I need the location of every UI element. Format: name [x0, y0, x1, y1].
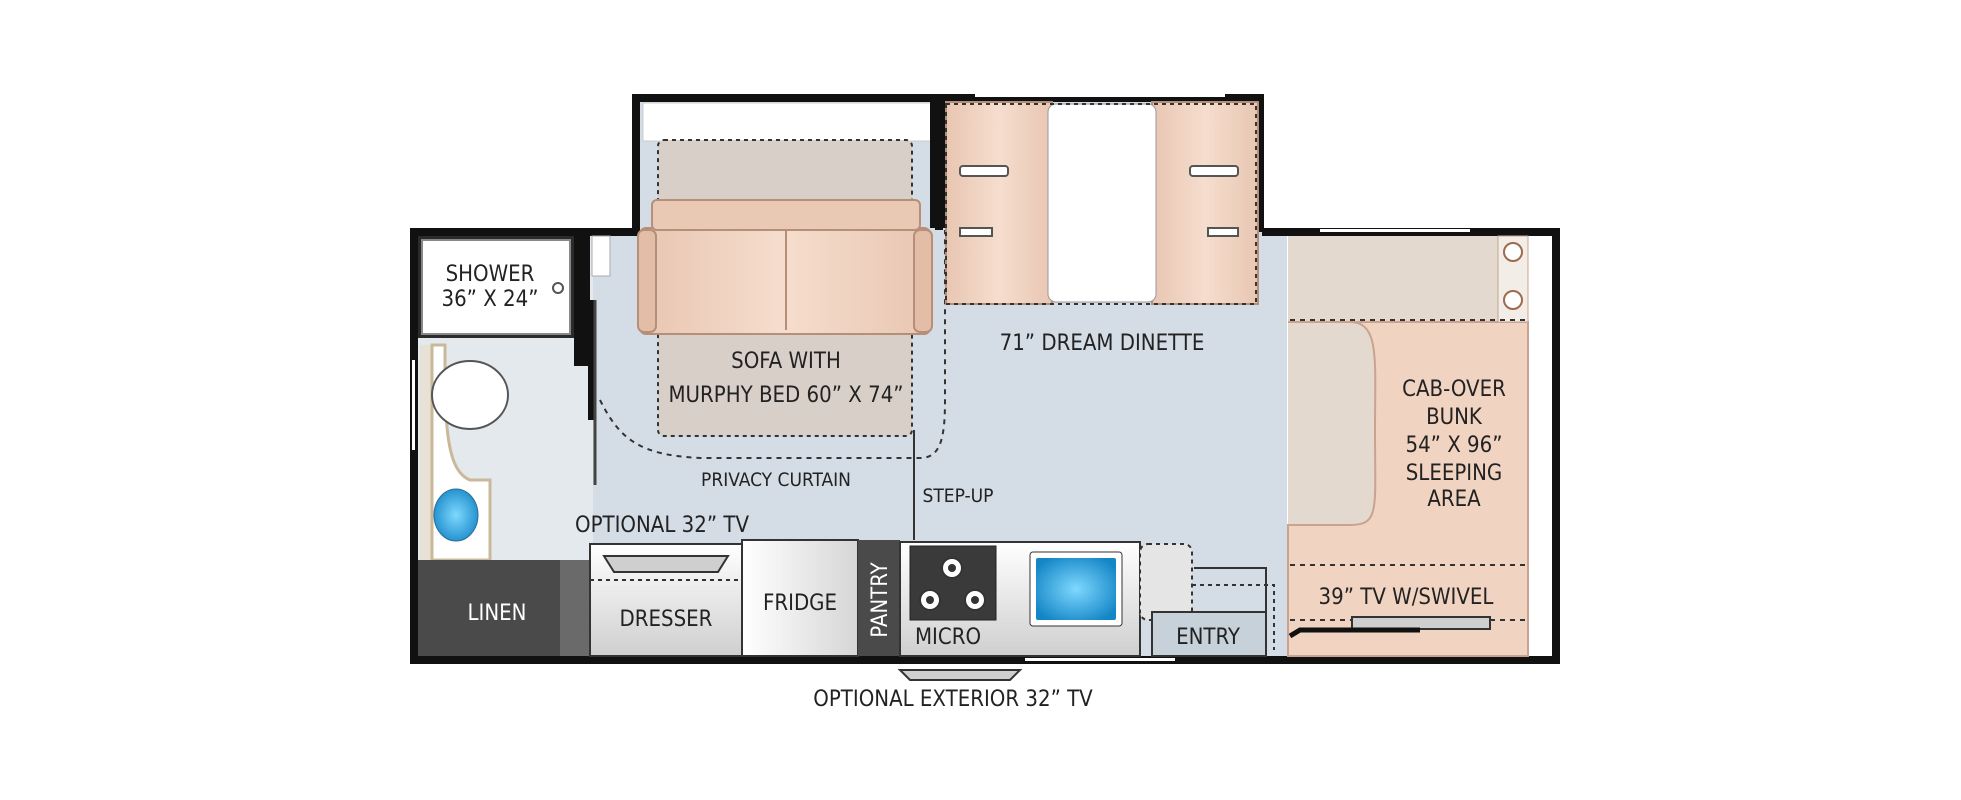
privacy-curtain-label: PRIVACY CURTAIN [701, 469, 851, 491]
bathroom [418, 235, 611, 562]
dream-dinette [945, 101, 1259, 305]
shower-size-label: 36” X 24” [442, 287, 539, 312]
optional-tv-label: OPTIONAL 32” TV [575, 513, 749, 538]
exterior-tv-icon [897, 669, 1023, 681]
kitchen-counter [899, 541, 1193, 657]
linen-label: LINEN [468, 601, 527, 626]
cabover-line-2: BUNK [1426, 405, 1483, 430]
cabover-line-1: CAB-OVER [1402, 377, 1506, 402]
entry [1151, 567, 1275, 657]
dresser [589, 543, 743, 657]
outer-walls [410, 228, 1560, 664]
dinette-label: 71” DREAM DINETTE [1000, 331, 1205, 356]
sofa-murphy-bed [599, 139, 946, 459]
cabover-line-4: SLEEPING [1406, 461, 1503, 486]
entry-label: ENTRY [1176, 625, 1241, 650]
exterior-tv-label: OPTIONAL EXTERIOR 32” TV [813, 687, 1093, 712]
cabover-line-5: AREA [1427, 487, 1481, 512]
slide-out [632, 94, 1264, 232]
shower-label: SHOWER [446, 262, 535, 287]
dresser-label: DRESSER [620, 607, 713, 632]
murphy-bed-label: MURPHY BED 60” X 74” [668, 383, 903, 408]
linen-cabinet [418, 560, 590, 656]
cab-tv-label: 39” TV W/SWIVEL [1319, 585, 1494, 610]
fridge-label: FRIDGE [763, 591, 837, 616]
micro-label: MICRO [915, 625, 981, 650]
step-up-label: STEP-UP [923, 485, 994, 507]
sofa-label: SOFA WITH [731, 349, 841, 374]
cabover-line-3: 54” X 96” [1406, 433, 1503, 458]
pantry [858, 540, 900, 656]
fridge [741, 539, 859, 657]
cab-over-bunk [1287, 235, 1529, 657]
pantry-label: PANTRY [868, 561, 893, 637]
